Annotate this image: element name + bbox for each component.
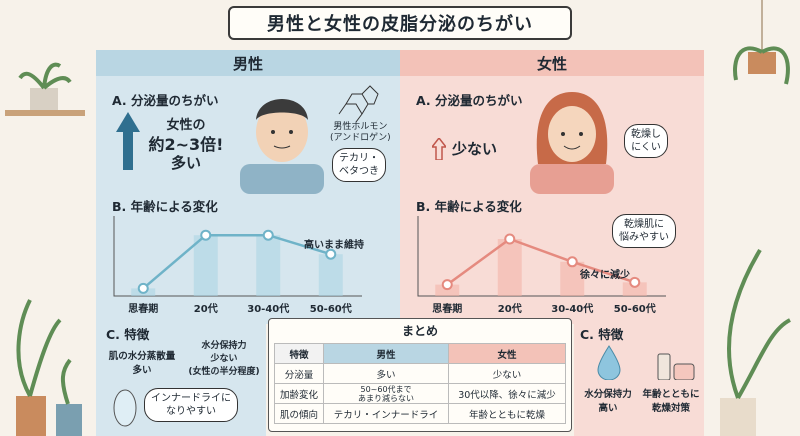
graph-tick-label: 思春期 bbox=[128, 304, 159, 315]
graph-tick-label: 20代 bbox=[193, 304, 218, 315]
female-bubble: 乾燥し にくい bbox=[624, 124, 668, 158]
graph-point bbox=[629, 276, 641, 288]
male-amount-line2: 約2~3倍! bbox=[148, 135, 224, 154]
plant-icon bbox=[733, 0, 790, 85]
graph-tick-label: 思春期 bbox=[432, 304, 463, 315]
male-feature-3: インナードライに なりやすい bbox=[144, 388, 238, 422]
female-header: 女性 bbox=[400, 50, 704, 76]
graph-line bbox=[446, 237, 636, 286]
graph-point bbox=[325, 248, 337, 260]
summary-cell: 分泌量 bbox=[273, 363, 325, 384]
summary-header-female: 女性 bbox=[447, 343, 567, 364]
male-age-axis: 思春期 20代 30-40代 50-60代 bbox=[112, 300, 362, 315]
summary-cell: 50~60代まで あまり減らない bbox=[323, 383, 449, 404]
female-age-graph bbox=[417, 216, 666, 297]
graph-point bbox=[200, 229, 212, 241]
up-arrow-icon bbox=[116, 112, 140, 170]
graph-bar bbox=[497, 239, 522, 296]
page-title: 男性と女性の皮脂分泌のちがい bbox=[228, 6, 572, 40]
small-up-arrow-icon bbox=[432, 138, 446, 160]
female-face-icon bbox=[530, 92, 614, 194]
female-section-a: A. 分泌量のちがい bbox=[416, 93, 523, 108]
female-age-axis: 思春期 20代 30-40代 50-60代 bbox=[416, 300, 666, 315]
graph-point bbox=[504, 233, 516, 245]
male-feature-1: 肌の水分蒸散量 多い bbox=[108, 351, 176, 376]
graph-tick-label: 50-60代 bbox=[309, 304, 352, 315]
male-header: 男性 bbox=[96, 50, 400, 76]
male-age-graph bbox=[113, 216, 362, 297]
graph-point bbox=[137, 282, 149, 294]
graph-point bbox=[441, 279, 453, 291]
summary-cell: 30代以降、徐々に減少 bbox=[447, 383, 567, 404]
male-section-c: C. 特徴 bbox=[106, 327, 150, 342]
female-feature-2: 年齢とともに 乾燥対策 bbox=[642, 389, 700, 414]
face-mask-icon bbox=[113, 389, 137, 427]
graph-bar bbox=[435, 284, 460, 296]
skincare-bottle-icon bbox=[657, 353, 695, 380]
summary-box: まとめ 特徴 男性 女性 分泌量 多い 少ない 加齢変化 50~60代まで あま… bbox=[268, 318, 572, 432]
summary-cell: 少ない bbox=[447, 363, 567, 384]
summary-table: 特徴 男性 女性 分泌量 多い 少ない 加齢変化 50~60代まで あまり減らな… bbox=[273, 343, 567, 424]
summary-header-feature: 特徴 bbox=[273, 343, 325, 364]
male-amount: 女性の 約2~3倍! 多い bbox=[146, 116, 226, 173]
graph-tick-label: 20代 bbox=[497, 304, 522, 315]
graph-bar bbox=[256, 235, 281, 296]
summary-cell: 肌の傾向 bbox=[273, 403, 325, 424]
summary-header-male: 男性 bbox=[323, 343, 449, 364]
graph-point bbox=[566, 256, 578, 268]
female-graph-label: 徐々に減少 bbox=[580, 270, 630, 281]
water-drop-icon bbox=[597, 345, 621, 380]
graph-bar bbox=[560, 261, 585, 296]
graph-bar bbox=[318, 254, 343, 296]
male-face-icon bbox=[240, 99, 324, 194]
graph-tick-label: 30-40代 bbox=[247, 304, 290, 315]
plant-icon bbox=[5, 62, 85, 116]
female-section-b: B. 年齢による変化 bbox=[416, 199, 522, 214]
graph-bar bbox=[622, 282, 647, 296]
graph-point bbox=[262, 229, 274, 241]
plant-icon bbox=[16, 299, 82, 436]
male-amount-line3: 多い bbox=[170, 154, 201, 172]
summary-title: まとめ bbox=[401, 324, 438, 338]
male-section-a: A. 分泌量のちがい bbox=[112, 93, 219, 108]
summary-cell: 多い bbox=[323, 363, 449, 384]
summary-cell: 加齢変化 bbox=[273, 383, 325, 404]
female-graph-bubble: 乾燥肌に 悩みやすい bbox=[612, 214, 676, 248]
male-bubble: テカリ・ ベタつき bbox=[332, 148, 386, 182]
graph-bar bbox=[193, 235, 218, 296]
graph-line bbox=[142, 233, 332, 290]
male-amount-line1: 女性の bbox=[166, 118, 206, 133]
hormone-label: 男性ホルモン (アンドロゲン) bbox=[330, 122, 391, 143]
female-section-c: C. 特徴 bbox=[580, 327, 624, 342]
graph-tick-label: 30-40代 bbox=[551, 304, 594, 315]
graph-tick-label: 50-60代 bbox=[613, 304, 656, 315]
summary-cell: テカリ・インナードライ bbox=[323, 403, 449, 424]
female-amount: 少ない bbox=[452, 140, 498, 158]
summary-cell: 年齢とともに乾燥 bbox=[447, 403, 567, 424]
male-section-b: B. 年齢による変化 bbox=[112, 199, 218, 214]
hormone-structure-icon bbox=[338, 85, 379, 122]
male-graph-label: 高いまま維持 bbox=[304, 240, 364, 251]
female-feature-1: 水分保持力 高い bbox=[584, 389, 632, 414]
male-feature-2: 水分保持力 少ない (女性の半分程度) bbox=[188, 341, 260, 377]
plant-icon bbox=[720, 248, 792, 436]
